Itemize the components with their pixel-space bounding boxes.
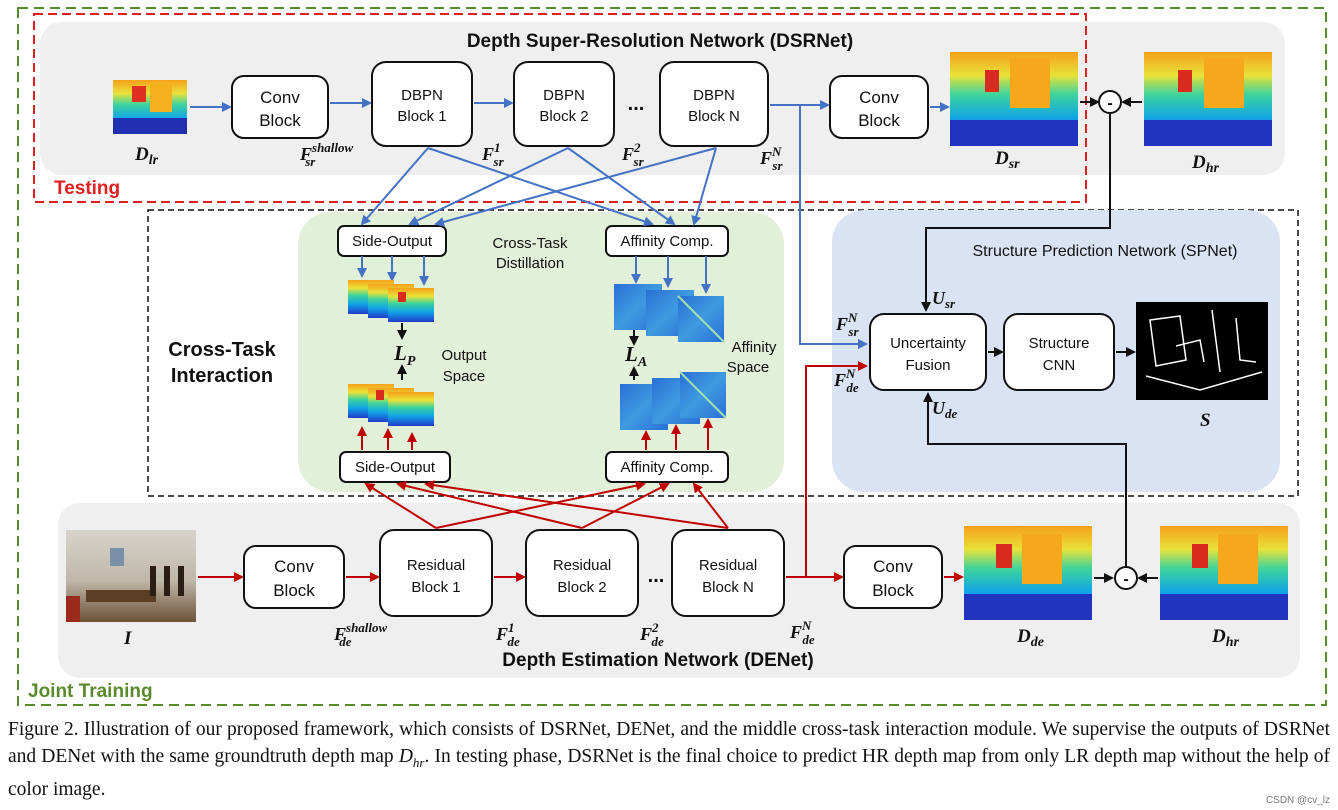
dbpnN-label-2: Block N (688, 108, 740, 125)
joint-training-label: Joint Training (28, 681, 153, 702)
dbpn2-label-2: Block 2 (539, 108, 588, 125)
output-space-1: Output (441, 347, 487, 364)
caption-math: Dhr (398, 746, 425, 770)
dsr-conv-block-1 (231, 75, 329, 139)
ude-label: Ude (932, 398, 958, 421)
res1-label-2: Block 1 (411, 579, 460, 596)
affinity-space-2: Space (727, 359, 770, 376)
affinity-maps-top (614, 256, 725, 343)
dde-label: Dde (1016, 626, 1044, 650)
rgb-input-image (66, 530, 196, 622)
de-conv1-label-2: Block (273, 581, 315, 600)
usr-label: Usr (932, 288, 956, 311)
interaction-title-2: Interaction (171, 365, 273, 387)
dsr-ellipsis: ... (628, 93, 645, 115)
testing-label: Testing (54, 178, 120, 199)
affinity-comp-top-label: Affinity Comp. (620, 233, 713, 250)
residual-block-n (671, 529, 785, 617)
side-output-bottom (339, 451, 451, 483)
uncertainty-fusion-box (869, 313, 987, 391)
de-ellipsis: ... (648, 565, 665, 587)
de-conv-block-1 (243, 545, 345, 609)
dhr-image-top (1144, 52, 1272, 146)
dsr-conv2-label-1: Conv (859, 88, 899, 107)
dbpn1-label-1: DBPN (401, 87, 443, 104)
figure-caption: Figure 2. Illustration of our proposed f… (8, 716, 1330, 803)
de-conv-block-2 (843, 545, 943, 609)
side-output-maps-top (348, 256, 434, 322)
dlr-label: Dlr (134, 144, 159, 168)
dhr-label-bottom: Dhr (1211, 626, 1240, 650)
de-conv1-label-1: Conv (274, 557, 314, 576)
uncertainty-label-1: Uncertainty (890, 335, 966, 352)
caption-part-2: . In testing phase, DSRNet is the final … (8, 746, 1330, 800)
joint-training-border (17, 7, 1327, 706)
dbpn-block-1 (371, 61, 473, 147)
dbpn1-label-2: Block 1 (397, 108, 446, 125)
caption-part-1: Figure 2. Illustration of our proposed f… (8, 719, 1330, 767)
dlr-image (113, 80, 187, 134)
res1-label-1: Residual (407, 557, 465, 574)
resN-label-1: Residual (699, 557, 757, 574)
affinity-space-1: Affinity (732, 339, 777, 356)
resN-label-2: Block N (702, 579, 754, 596)
dsrnet-title: Depth Super-Resolution Network (DSRNet) (467, 31, 853, 52)
dsr-to-interaction-arrows (360, 105, 868, 349)
watermark: CSDN @cv_lz (1265, 795, 1330, 806)
distill-label-2: Distillation (496, 255, 564, 272)
dsr-image (950, 52, 1078, 146)
affinity-comp-bottom-label: Affinity Comp. (620, 459, 713, 476)
res2-label-2: Block 2 (557, 579, 606, 596)
la-label: LA (624, 342, 647, 370)
structure-cnn-box (1003, 313, 1115, 391)
res2-label-1: Residual (553, 557, 611, 574)
residual-block-1 (379, 529, 493, 617)
dhr-image-bottom (1160, 526, 1288, 620)
output-space-2: Space (443, 368, 486, 385)
lp-label: LP (393, 341, 416, 369)
framework-diagram: Depth Super-Resolution Network (DSRNet) … (17, 7, 1327, 706)
structure-label-2: CNN (1043, 357, 1076, 374)
de-to-interaction-arrows (364, 480, 729, 529)
dbpnN-label-1: DBPN (693, 87, 735, 104)
dsr-conv1-label-2: Block (259, 111, 301, 130)
dsr-label: Dsr (994, 148, 1020, 172)
dsr-conv2-label-2: Block (858, 111, 900, 130)
side-output-bottom-label: Side-Output (355, 459, 436, 476)
affinity-comp-bottom (605, 451, 729, 483)
side-output-maps-bottom (348, 384, 434, 450)
spnet-title: Structure Prediction Network (SPNet) (973, 243, 1238, 260)
distill-label-1: Cross-Task (492, 235, 568, 252)
structure-label-1: Structure (1029, 335, 1090, 352)
residual-block-2 (525, 529, 639, 617)
dde-image (964, 526, 1092, 620)
structure-map-image (1136, 302, 1268, 400)
dbpn-block-2 (513, 61, 615, 147)
minus-sign-sr: - (1107, 95, 1112, 112)
minus-sign-de: - (1123, 571, 1128, 588)
denet-title: Depth Estimation Network (DENet) (502, 650, 813, 671)
de-conv2-label-1: Conv (873, 557, 913, 576)
i-label: I (123, 628, 132, 649)
uncertainty-label-2: Fusion (905, 357, 950, 374)
testing-border (33, 13, 1087, 203)
dbpn2-label-1: DBPN (543, 87, 585, 104)
interaction-border (147, 209, 1299, 497)
dsr-conv-block-2 (829, 75, 929, 139)
s-label: S (1200, 410, 1211, 431)
de-conv2-label-2: Block (872, 581, 914, 600)
dsr-conv1-label-1: Conv (260, 88, 300, 107)
affinity-maps-bottom (620, 371, 727, 450)
side-output-top-label: Side-Output (352, 233, 433, 250)
dbpn-block-n (659, 61, 769, 147)
dhr-label-top: Dhr (1191, 152, 1220, 176)
interaction-title-1: Cross-Task (168, 339, 276, 361)
